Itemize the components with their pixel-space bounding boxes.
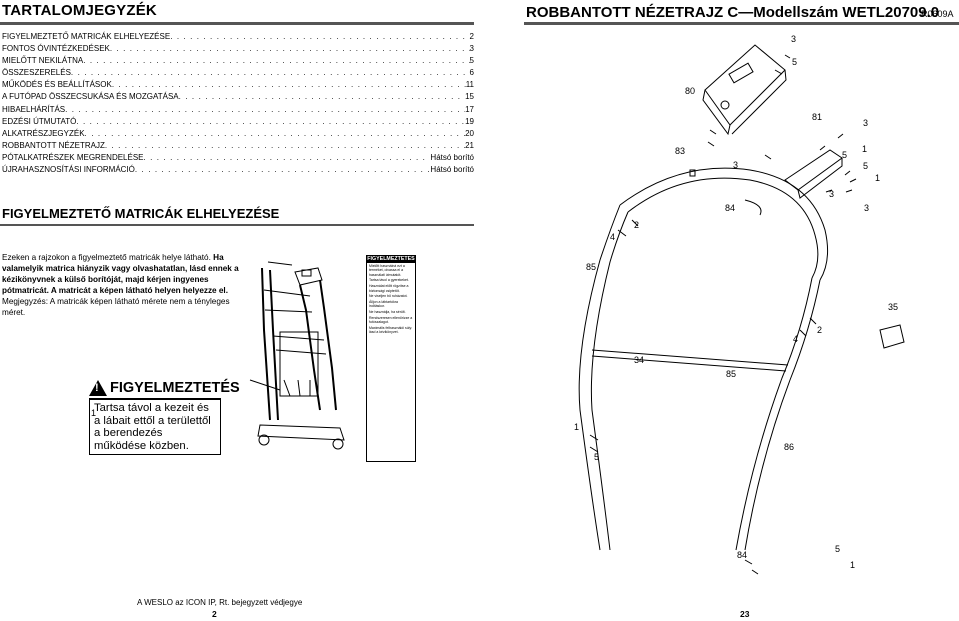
page-number: 2 xyxy=(212,609,217,619)
part-label: 1 xyxy=(574,422,579,432)
toc-item[interactable]: FIGYELMEZTETŐ MATRICÁK ELHELYEZÉSE2 xyxy=(2,31,474,43)
section-title: FIGYELMEZTETŐ MATRICÁK ELHELYEZÉSE xyxy=(2,206,280,221)
part-label: 34 xyxy=(634,355,644,365)
part-label: 4 xyxy=(793,334,798,344)
warning-decal-small: FIGYELMEZTETÉS Mielőtt használná ezt a t… xyxy=(366,255,416,462)
part-label: 85 xyxy=(726,369,736,379)
page-title: TARTALOMJEGYZÉK xyxy=(2,2,157,19)
page-number: 23 xyxy=(740,609,750,619)
part-label: 85 xyxy=(586,262,596,272)
part-label: 35 xyxy=(888,302,898,312)
part-label: 4 xyxy=(610,232,615,242)
toc-item[interactable]: PÓTALKATRÉSZEK MEGRENDELÉSEHátsó borító xyxy=(2,152,474,164)
part-label: 2 xyxy=(634,220,639,230)
divider xyxy=(0,224,474,226)
footnote: A WESLO az ICON IP, Rt. bejegyzett védje… xyxy=(137,598,303,607)
toc-item[interactable]: ÖSSZESZERELÉS6 xyxy=(2,67,474,79)
part-label: 2 xyxy=(817,325,822,335)
part-label: 80 xyxy=(685,86,695,96)
warning-icon xyxy=(89,380,107,396)
document-code: R0609A xyxy=(921,9,954,19)
toc-item[interactable]: EDZÉSI ÚTMUTATÓ19 xyxy=(2,116,474,128)
exploded-view-diagram: 3 5 80 81 3 83 3 5 1 5 1 3 3 84 4 2 85 3… xyxy=(574,34,905,575)
part-label: 5 xyxy=(594,452,599,462)
part-label: 3 xyxy=(864,203,869,213)
warning-decal: FIGYELMEZTETÉS Tartsa távol a kezeit és … xyxy=(89,378,240,456)
toc-item[interactable]: MŰKÖDÉS ÉS BEÁLLÍTÁSOK11 xyxy=(2,79,474,91)
part-label: 1 xyxy=(850,560,855,570)
part-label: 84 xyxy=(725,203,735,213)
bracket-part xyxy=(784,149,843,191)
part-label: 5 xyxy=(842,150,847,160)
console-part xyxy=(704,44,786,126)
part-label: 3 xyxy=(829,189,834,199)
treadmill-illustration xyxy=(249,261,345,450)
part-label: 5 xyxy=(792,57,797,67)
part-label: 1 xyxy=(875,173,880,183)
part-label: 81 xyxy=(812,112,822,122)
divider xyxy=(524,22,959,25)
toc-item[interactable]: ROBBANTOTT NÉZETRAJZ21 xyxy=(2,140,474,152)
part-label: 3 xyxy=(733,160,738,170)
part-label: 3 xyxy=(863,118,868,128)
toc-item[interactable]: ALKATRÉSZJEGYZÉK20 xyxy=(2,128,474,140)
part-label: 1 xyxy=(862,144,867,154)
toc-item[interactable]: HIBAELHÁRÍTÁS17 xyxy=(2,104,474,116)
toc-item[interactable]: ÚJRAHASZNOSÍTÁSI INFORMÁCIÓHátsó borító xyxy=(2,164,474,176)
toc-item[interactable]: A FUTÓPAD ÖSSZECSUKÁSA ÉS MOZGATÁSA15 xyxy=(2,91,474,103)
end-cap-part xyxy=(879,324,905,349)
toc-item[interactable]: MIELŐTT NEKILÁTNA5 xyxy=(2,55,474,67)
divider xyxy=(0,22,474,25)
part-label: 86 xyxy=(784,442,794,452)
callout-number: 1 xyxy=(91,408,97,418)
page-title: ROBBANTOTT NÉZETRAJZ C—Modellszám WETL20… xyxy=(526,4,940,21)
part-label: 5 xyxy=(835,544,840,554)
part-label: 84 xyxy=(737,550,747,560)
intro-paragraph: Ezeken a rajzokon a figyelmeztető matric… xyxy=(2,253,239,317)
table-of-contents: FIGYELMEZTETŐ MATRICÁK ELHELYEZÉSE2 FONT… xyxy=(2,31,474,176)
part-label: 5 xyxy=(863,161,868,171)
part-label: 83 xyxy=(675,146,685,156)
toc-item[interactable]: FONTOS ÓVINTÉZKEDÉSEK3 xyxy=(2,43,474,55)
part-label: 3 xyxy=(791,34,796,44)
